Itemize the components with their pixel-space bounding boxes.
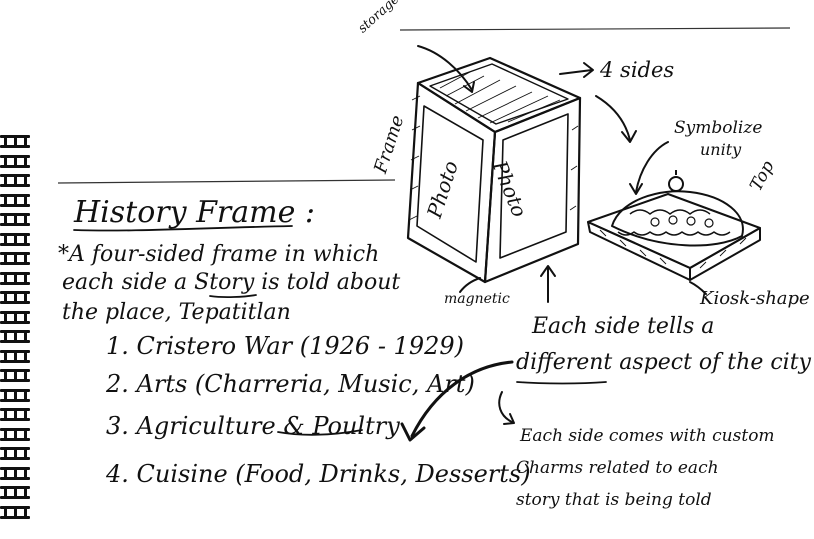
each-side-line-2: different aspect of the city — [516, 352, 811, 374]
symbolize-label: Symbolize — [674, 120, 762, 137]
each-side-line-1: Each side tells a — [532, 316, 714, 338]
magnetic-label: magnetic — [444, 292, 510, 306]
kiosk-shape-label: Kiosk-shape — [700, 290, 810, 308]
kiosk-top-drawing — [588, 170, 760, 280]
ruled-line-top — [400, 28, 790, 30]
list-item-4: 4. Cuisine (Food, Drinks, Desserts) — [106, 462, 531, 486]
charms-line-2: Charms related to each — [516, 460, 719, 477]
arrow-charms — [499, 392, 512, 422]
unity-label: unity — [700, 142, 741, 158]
notes-description-line-1: *A four-sided frame in which — [58, 244, 379, 266]
charms-line-3: story that is being told — [516, 492, 712, 509]
notes-title: History Frame : — [74, 198, 315, 228]
list-item-3: 3. Agriculture & Poultry — [106, 414, 400, 438]
arrow-to-kiosk — [596, 96, 630, 140]
notes-description-line-3: the place, Tepatitlan — [62, 302, 291, 324]
story-underline — [210, 295, 256, 297]
different-underline — [517, 382, 606, 384]
list-item-2: 2. Arts (Charreria, Music, Art) — [106, 372, 475, 396]
ruled-line-middle — [58, 180, 395, 183]
charms-line-1: Each side comes with custom — [520, 428, 775, 445]
list-item-1: 1. Cristero War (1926 - 1929) — [106, 334, 464, 358]
arrow-magnetic — [460, 278, 480, 292]
four-sides-label: 4 sides — [600, 60, 674, 81]
notes-description-line-2: each side a Story is told about — [62, 272, 400, 294]
